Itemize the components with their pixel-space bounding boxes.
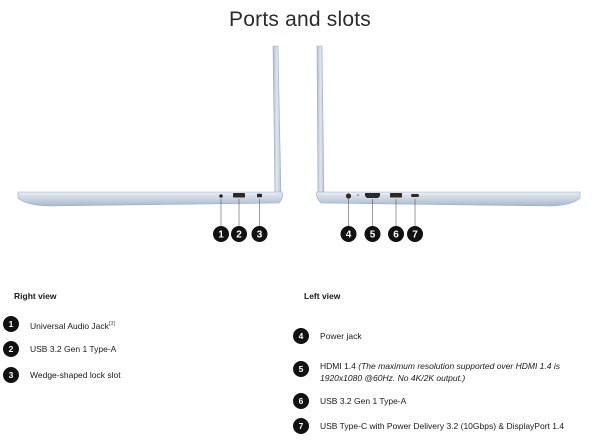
left-view-base [316, 191, 581, 207]
callout-2: 2 [231, 226, 247, 242]
legend-item-5: 5 HDMI 1.4 (The maximum resolution suppo… [293, 358, 583, 384]
laptop-right-view [17, 45, 283, 226]
right-view-heading: Right view [14, 291, 57, 301]
page-title: Ports and slots [229, 8, 371, 31]
power-jack-port [345, 193, 352, 199]
svg-text:3: 3 [257, 230, 263, 241]
svg-text:1: 1 [218, 230, 224, 241]
svg-text:5: 5 [370, 230, 376, 241]
left-view-lid [316, 45, 325, 201]
legend-label-usb-c: USB Type-C with Power Delivery 3.2 (10Gb… [320, 421, 565, 431]
lock-slot [257, 193, 262, 198]
usb-a-port-right [233, 193, 245, 198]
legend-label-usb-a-right: USB 3.2 Gen 1 Type-A [30, 344, 117, 354]
footnote-ref[interactable]: [3] [108, 321, 116, 327]
badge-4: 4 [293, 328, 309, 344]
legend-label-universal-audio-jack: Universal Audio Jack [30, 320, 109, 331]
left-view-heading: Left view [304, 291, 341, 301]
right-view-base [17, 191, 283, 207]
callout-3: 3 [251, 226, 268, 242]
svg-text:7: 7 [412, 230, 418, 241]
svg-text:2: 2 [236, 230, 242, 241]
legend-label-power-jack: Power jack [320, 331, 362, 341]
legend-note-hdmi: (The maximum resolution supported over H… [320, 361, 560, 383]
badge-5: 5 [293, 361, 309, 377]
callout-1: 1 [213, 226, 229, 242]
legend-item-4: 4 Power jack [293, 328, 362, 344]
usb-c-port [411, 194, 419, 197]
callout-7: 7 [407, 226, 423, 242]
svg-text:4: 4 [346, 230, 352, 241]
badge-3: 3 [3, 367, 19, 383]
legend-item-7: 7 USB Type-C with Power Delivery 3.2 (10… [293, 418, 564, 434]
svg-text:6: 6 [393, 230, 399, 241]
laptop-left-view [316, 45, 581, 226]
hdmi-port [365, 193, 380, 198]
legend-item-2: 2 USB 3.2 Gen 1 Type-A [3, 341, 116, 357]
badge-6: 6 [293, 393, 309, 409]
badge-2: 2 [3, 341, 19, 357]
legend-item-6: 6 USB 3.2 Gen 1 Type-A [293, 393, 406, 409]
badge-7: 7 [293, 418, 309, 434]
legend-label-usb-a-left: USB 3.2 Gen 1 Type-A [320, 396, 407, 406]
legend-label-lock-slot: Wedge-shaped lock slot [30, 370, 121, 380]
legend-label-hdmi: HDMI 1.4 [320, 361, 356, 371]
right-view-lid [272, 45, 282, 201]
legend-item-1: 1 Universal Audio Jack[3] [3, 316, 115, 332]
callout-4: 4 [340, 226, 357, 242]
usb-a-port-left [390, 193, 402, 198]
callout-5: 5 [364, 226, 381, 242]
audio-jack-port [219, 194, 223, 198]
legend-item-3: 3 Wedge-shaped lock slot [3, 367, 121, 383]
callout-6: 6 [388, 226, 404, 242]
badge-1: 1 [3, 316, 19, 332]
